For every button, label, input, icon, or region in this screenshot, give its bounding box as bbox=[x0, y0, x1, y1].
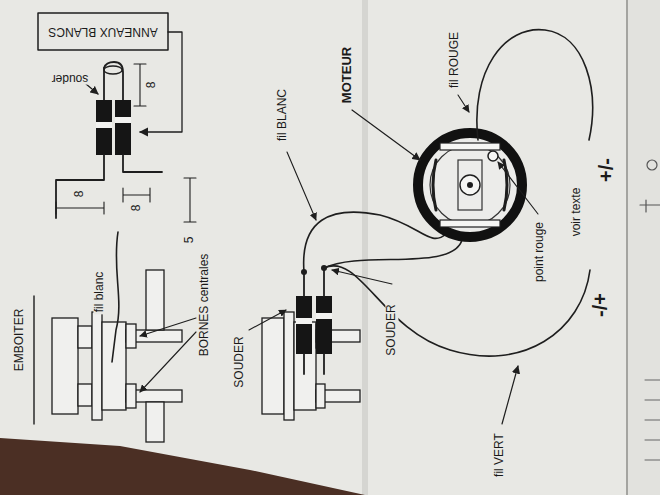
component-lead bbox=[304, 268, 324, 296]
dimension-number: 8 bbox=[130, 203, 143, 214]
connector-plate bbox=[284, 312, 294, 420]
wire-label: fil ROUGE bbox=[448, 30, 461, 90]
solder-joint bbox=[301, 269, 307, 275]
white-ring bbox=[115, 117, 131, 123]
dimension-line bbox=[184, 178, 196, 222]
connector-tab bbox=[78, 384, 92, 406]
component-lead bbox=[104, 62, 123, 100]
note-label: voir texte bbox=[570, 186, 583, 239]
polarity-label: +/- bbox=[595, 156, 617, 184]
dimension-number: 8 bbox=[73, 189, 86, 200]
terminal-nut bbox=[126, 324, 136, 348]
motor-wire bbox=[324, 240, 462, 268]
green-wire bbox=[324, 266, 590, 356]
white-wire bbox=[112, 232, 119, 362]
component-lead bbox=[56, 155, 104, 218]
brush-holder bbox=[440, 220, 500, 227]
ring-body bbox=[296, 296, 312, 354]
leader-line bbox=[332, 270, 392, 284]
leader-line bbox=[458, 95, 469, 112]
component-lead bbox=[304, 354, 324, 374]
ring-body bbox=[316, 296, 332, 354]
connector-body bbox=[102, 322, 126, 410]
component-lead bbox=[103, 68, 105, 100]
connector-base bbox=[262, 318, 284, 414]
connector-tab bbox=[78, 326, 92, 348]
section-heading: EMBOITER bbox=[13, 307, 26, 374]
leader-line bbox=[140, 318, 196, 336]
page-edge bbox=[626, 0, 628, 495]
callout-label: ANNEAUX BLANCS bbox=[46, 24, 159, 37]
guide-tube bbox=[146, 402, 164, 442]
motor-hub bbox=[460, 175, 480, 195]
polarity-label: -/+ bbox=[589, 291, 611, 319]
leader-line bbox=[287, 152, 316, 220]
red-wire bbox=[477, 30, 593, 140]
instruction-label: souder bbox=[50, 71, 91, 84]
brush-holder bbox=[440, 143, 500, 150]
dimension-number: 8 bbox=[145, 80, 158, 91]
table-surface bbox=[0, 438, 365, 495]
page-mark bbox=[640, 200, 660, 212]
dimension-line bbox=[134, 64, 146, 106]
brush-terminal bbox=[504, 160, 507, 210]
leader-line bbox=[140, 332, 196, 392]
guide-tube bbox=[146, 270, 164, 330]
leader-line bbox=[249, 310, 286, 330]
motor-housing bbox=[418, 133, 522, 237]
section-rule bbox=[33, 296, 34, 424]
leader-line bbox=[502, 366, 518, 424]
page-mark bbox=[645, 380, 660, 460]
paper-fold bbox=[362, 0, 368, 495]
motor-inner-ring bbox=[430, 145, 510, 225]
ring-body bbox=[115, 100, 131, 155]
dimension-line bbox=[123, 188, 150, 202]
callout-leader bbox=[140, 32, 182, 132]
wire-label: fil VERT bbox=[493, 431, 506, 479]
page-mark bbox=[647, 160, 657, 170]
brush-terminal bbox=[433, 160, 436, 210]
ring-body bbox=[96, 100, 112, 155]
white-ring bbox=[316, 313, 332, 319]
part-label: MOTEUR bbox=[340, 45, 354, 105]
leader-line bbox=[352, 110, 420, 160]
leader-line bbox=[498, 162, 538, 214]
part-label: point rouge bbox=[533, 220, 546, 284]
solder-wrap bbox=[104, 66, 122, 74]
terminal-nut bbox=[316, 384, 325, 408]
motor-shaft bbox=[467, 182, 473, 188]
solder-joint bbox=[321, 265, 327, 271]
connector-base bbox=[52, 318, 78, 414]
leader-line bbox=[86, 84, 98, 94]
wire-label: fil BLANC bbox=[276, 87, 289, 143]
white-ring bbox=[296, 318, 312, 324]
terminal-nut bbox=[126, 384, 136, 408]
red-dot-mark bbox=[488, 151, 498, 161]
dimension-line bbox=[56, 202, 104, 214]
component-lead bbox=[123, 155, 162, 172]
instruction-label: SOUDER bbox=[233, 334, 246, 389]
connector-plate bbox=[92, 312, 102, 420]
wire-label: fil blanc bbox=[93, 270, 106, 315]
next-page bbox=[628, 0, 660, 495]
dimension-number: 5 bbox=[183, 235, 196, 246]
white-ring bbox=[96, 122, 112, 128]
white-wire bbox=[304, 212, 446, 272]
part-label: BORNES centrales bbox=[198, 252, 211, 359]
instruction-label: SOUDER bbox=[385, 302, 398, 357]
callout-frame bbox=[38, 13, 168, 50]
commutator bbox=[458, 160, 482, 210]
